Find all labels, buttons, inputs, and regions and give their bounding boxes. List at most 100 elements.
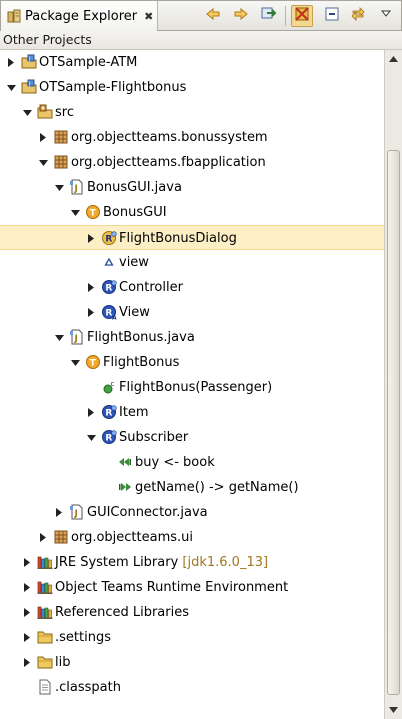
project-icon: J — [21, 54, 37, 70]
expanded-twisty-icon[interactable] — [53, 325, 65, 350]
tree-item[interactable]: Referenced Libraries — [0, 600, 384, 625]
tree-item-label: FlightBonusDialog — [119, 226, 237, 251]
tree-item[interactable]: .settings — [0, 625, 384, 650]
tree-item-text: Item — [119, 405, 149, 420]
scroll-up-button[interactable] — [385, 50, 402, 67]
scroll-down-button[interactable] — [385, 701, 402, 718]
tree-item[interactable]: Object Teams Runtime Environment — [0, 575, 384, 600]
folder-icon — [37, 629, 53, 645]
tree-item[interactable]: c FlightBonus(Passenger) — [0, 375, 384, 400]
tree-item[interactable]: org.objectteams.fbapplication — [0, 150, 384, 175]
tree-item-text: FlightBonus — [103, 355, 180, 370]
tree-item-label: FlightBonus — [103, 350, 179, 375]
tree-item[interactable]: getName() -> getName() — [0, 475, 384, 500]
collapsed-twisty-icon[interactable] — [21, 575, 33, 600]
tree-item-label: Controller — [119, 275, 183, 300]
go-into-button[interactable] — [258, 5, 280, 27]
expanded-twisty-icon[interactable] — [21, 100, 33, 125]
forward-button[interactable] — [230, 5, 252, 27]
tree-item[interactable]: lib — [0, 650, 384, 675]
svg-text:J: J — [28, 82, 30, 88]
tree-item[interactable]: buy <- book — [0, 450, 384, 475]
tree-item-label: Object Teams Runtime Environment — [55, 575, 288, 600]
tree-item[interactable]: T FlightBonus — [0, 350, 384, 375]
collapsed-twisty-icon[interactable] — [5, 50, 17, 75]
expanded-twisty-icon[interactable] — [5, 75, 17, 100]
link-with-editor-button[interactable] — [347, 5, 369, 27]
tree-item-label: lib — [55, 650, 70, 675]
collapsed-twisty-icon[interactable] — [53, 500, 65, 525]
tree-item-text: OTSample-ATM — [39, 55, 138, 70]
tree-item[interactable]: src — [0, 100, 384, 125]
tree-item-text: FlightBonusDialog — [119, 231, 237, 246]
collapsed-twisty-icon[interactable] — [85, 300, 97, 325]
project-icon: J — [21, 79, 37, 95]
tree-item[interactable]: org.objectteams.bonussystem — [0, 125, 384, 150]
tree-item-label: Referenced Libraries — [55, 600, 189, 625]
expanded-twisty-icon[interactable] — [85, 425, 97, 450]
expanded-twisty-icon[interactable] — [53, 175, 65, 200]
back-button[interactable] — [202, 5, 224, 27]
tree-item-label: .classpath — [55, 675, 121, 700]
collapsed-twisty-icon[interactable] — [21, 650, 33, 675]
tree-item[interactable]: .classpath — [0, 675, 384, 700]
svg-text:c: c — [111, 380, 115, 388]
tree-item-text: src — [55, 105, 74, 120]
collapsed-twisty-icon[interactable] — [37, 125, 49, 150]
tree-item[interactable]: org.objectteams.ui — [0, 525, 384, 550]
collapsed-twisty-icon[interactable] — [85, 226, 97, 251]
collapse-all-button[interactable] — [321, 5, 343, 27]
tree-item-text: .classpath — [55, 680, 121, 695]
scroll-thumb[interactable] — [387, 150, 400, 695]
expanded-twisty-icon[interactable] — [69, 200, 81, 225]
collapsed-twisty-icon[interactable] — [85, 275, 97, 300]
collapsed-twisty-icon[interactable] — [21, 550, 33, 575]
collapsed-twisty-icon[interactable] — [21, 625, 33, 650]
vertical-scrollbar[interactable] — [384, 50, 402, 719]
expanded-twisty-icon[interactable] — [69, 350, 81, 375]
collapsed-twisty-icon[interactable] — [21, 600, 33, 625]
arrow-down-icon — [389, 702, 398, 717]
tree-item-text: BonusGUI.java — [87, 180, 182, 195]
team-class-icon: T — [85, 204, 101, 220]
toggle-filter-button[interactable] — [291, 5, 313, 27]
tree-item-text: Subscriber — [119, 430, 189, 445]
library-icon — [37, 554, 53, 570]
tree-item-text: buy <- book — [135, 455, 215, 470]
svg-text:J: J — [74, 184, 78, 194]
constructor-icon: c — [101, 379, 117, 395]
close-view-icon[interactable]: ✖ — [144, 9, 154, 23]
svg-text:T: T — [90, 209, 97, 219]
tree-item-text: JRE System Library — [55, 555, 179, 570]
tree-item-label: FlightBonus(Passenger) — [119, 375, 272, 400]
collapsed-twisty-icon[interactable] — [85, 400, 97, 425]
tree-item-label: BonusGUI.java — [87, 175, 182, 200]
view-menu-button[interactable] — [375, 5, 397, 27]
tree-item-text: .settings — [55, 630, 111, 645]
tree-item[interactable]: JRE System Library [jdk1.6.0_13] — [0, 550, 384, 575]
package-icon — [53, 154, 69, 170]
collapsed-twisty-icon[interactable] — [37, 525, 49, 550]
file-icon — [37, 679, 53, 695]
tree-item[interactable]: J BonusGUI.java — [0, 175, 384, 200]
tree-item[interactable]: view — [0, 250, 384, 275]
arrow-right-icon — [233, 6, 249, 26]
svg-text:A: A — [112, 315, 117, 321]
svg-text:T: T — [90, 359, 97, 369]
tree-item-label: Item — [119, 400, 149, 425]
tree-item-text: Controller — [119, 280, 183, 295]
expanded-twisty-icon[interactable] — [37, 150, 49, 175]
package-explorer-tab[interactable]: Package Explorer ✖ — [1, 1, 158, 31]
